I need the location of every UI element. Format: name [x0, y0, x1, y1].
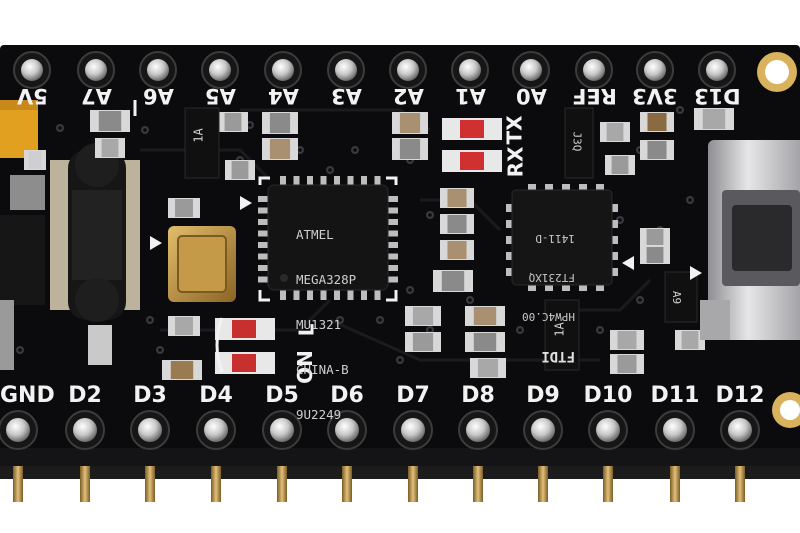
- smd-component: [440, 188, 474, 208]
- bottom-pin-label: D9: [526, 383, 560, 408]
- smd-component: [168, 198, 200, 218]
- sot-marking: J3Q: [570, 131, 584, 152]
- smd-component: [694, 108, 734, 130]
- smd-component: [95, 138, 125, 158]
- usb-chip-marking: FTDI HPW4C.00 FT231XQ 1411-D: [522, 206, 575, 388]
- bottom-pin-label: D2: [68, 383, 102, 408]
- smd-component: [218, 112, 248, 132]
- smd-component: [465, 332, 505, 352]
- bottom-pin-label: GND: [0, 383, 55, 408]
- smd-component: [392, 138, 428, 160]
- micro-usb-connector: [700, 140, 800, 340]
- smd-component: [640, 246, 670, 264]
- mcu-line-2: MEGA328P: [296, 272, 357, 287]
- bottom-pin-label: D6: [330, 383, 364, 408]
- smd-component: [162, 360, 202, 380]
- smd-component: [640, 112, 674, 132]
- smd-component: [405, 332, 441, 352]
- top-pin-label: A6: [142, 84, 174, 108]
- bottom-pin-label: D11: [650, 383, 700, 408]
- smd-component: [640, 228, 670, 246]
- bottom-pin-label: D4: [199, 383, 233, 408]
- usb-chip-logo: FTDI: [541, 348, 575, 364]
- mcu-line-4: CHINA-B: [296, 362, 349, 377]
- top-pin-label: A5: [204, 84, 236, 108]
- smd-component: [605, 155, 635, 175]
- smd-component: [675, 330, 705, 350]
- mcu-marking: ATMEL MEGA328P MU1321 CHINA-B 9U2249: [296, 197, 356, 452]
- bottom-pin-label: D12: [715, 383, 765, 408]
- mcu-line-3: MU1321: [296, 317, 342, 332]
- smd-component: [440, 240, 474, 260]
- bottom-pin-label: D3: [133, 383, 167, 408]
- smd-component: [610, 354, 644, 374]
- smd-component: [90, 110, 130, 132]
- top-pin-label: A7: [80, 84, 112, 108]
- smd-component: [470, 358, 506, 378]
- smd-component: [465, 306, 505, 326]
- rx-label: RX: [503, 146, 528, 178]
- smd-component: [225, 160, 255, 180]
- smd-component: [440, 214, 474, 234]
- smd-component: [168, 316, 200, 336]
- mcu-line-1: ATMEL: [296, 227, 334, 242]
- bottom-pin-label: D5: [265, 383, 299, 408]
- top-pin-label: A4: [267, 84, 299, 108]
- top-pin-label: REF: [571, 84, 617, 108]
- smd-component: [262, 112, 298, 134]
- status-leds: [215, 118, 502, 374]
- top-pin-label: A0: [515, 84, 547, 108]
- regulator-b-marking: 1A: [552, 322, 567, 337]
- mcu-line-5: 9U2249: [296, 407, 342, 422]
- top-pin-label: 5V: [16, 84, 48, 108]
- bottom-pin-label: D8: [461, 383, 495, 408]
- smd-component: [392, 112, 428, 134]
- top-pin-label: A3: [330, 84, 362, 108]
- smd-component: [600, 122, 630, 142]
- bottom-pin-label: D10: [583, 383, 633, 408]
- usb-chip-line-1: HPW4C.00: [522, 310, 575, 323]
- diode-marking: A9: [670, 290, 684, 305]
- tx-label: TX: [502, 115, 527, 145]
- top-pin-label: 3V3: [632, 84, 678, 108]
- top-pin-label: D13: [693, 84, 741, 108]
- top-pin-label: A2: [392, 84, 424, 108]
- smd-component: [262, 138, 298, 160]
- mcu-chip: [258, 176, 398, 300]
- usb-chip-line-3: 1411-D: [535, 232, 575, 245]
- regulator-a-marking: 1A: [191, 128, 206, 143]
- smd-component: [610, 330, 644, 350]
- smd-component: [640, 140, 674, 160]
- usb-chip-line-2: FT231XQ: [528, 271, 575, 284]
- smd-component: [433, 270, 473, 292]
- bottom-pin-label: D7: [396, 383, 430, 408]
- usb-serial-chip: [506, 184, 618, 291]
- smd-component: [24, 150, 46, 170]
- smd-component: [405, 306, 441, 326]
- top-pin-label: A1: [454, 84, 486, 108]
